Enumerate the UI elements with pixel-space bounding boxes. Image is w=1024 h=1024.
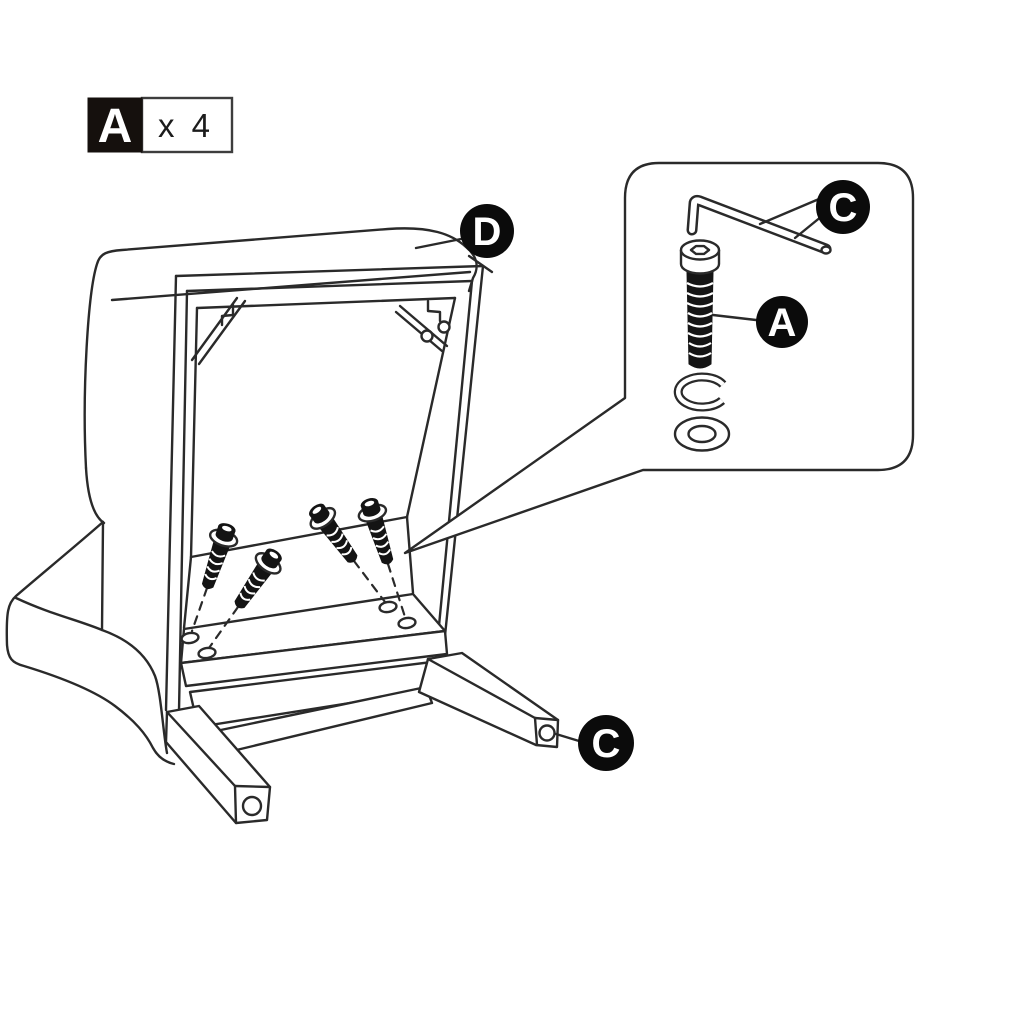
seat-frame <box>164 264 485 729</box>
frame-left-inner-face-edge <box>182 555 193 630</box>
flat-washer <box>673 416 731 452</box>
frame-top-arris <box>185 279 474 293</box>
frame-right-inner-face-edge <box>405 515 415 595</box>
label-a-badge <box>756 296 808 348</box>
quantity-part-letter: A <box>98 100 133 153</box>
seat-panel-outline <box>83 227 478 470</box>
bolt-a-3 <box>309 503 358 563</box>
leg-bolt-hole <box>538 724 556 742</box>
label-c-tool-text: C <box>829 186 858 230</box>
frame-right-post-outer <box>441 264 485 657</box>
bolts-a <box>201 498 394 609</box>
bolt-a-2 <box>234 548 282 609</box>
bolt-leader-line <box>711 313 758 322</box>
seat-panel-front-edge <box>110 270 472 302</box>
bolt-hole-3 <box>378 600 398 614</box>
hex-socket <box>689 244 711 256</box>
brace-hole <box>420 329 434 343</box>
front-left-leg <box>164 704 272 825</box>
tool-leader-line <box>758 197 821 226</box>
label-c-tool-badge <box>816 180 870 234</box>
leg-bolt-hole <box>241 795 263 817</box>
label-c-leg: C <box>554 715 634 771</box>
label-a-text: A <box>768 301 797 345</box>
label-c-leg-badge <box>578 715 634 771</box>
insert-guide-3 <box>352 559 387 604</box>
label-d: D <box>414 204 514 274</box>
insert-guide-1 <box>190 586 209 633</box>
quantity-box-letter-cell <box>87 97 143 153</box>
label-c-tool: C <box>816 180 870 234</box>
bolt-a-4 <box>357 498 394 565</box>
frame-top-outer-edge <box>174 264 485 278</box>
hardware-callout-bubble <box>403 161 915 555</box>
brace-hole <box>437 320 451 334</box>
bubble-outline <box>403 161 915 555</box>
cushion-outer-edge <box>5 520 176 766</box>
frame-left-post-outer <box>164 274 178 712</box>
corner-brace-left <box>190 296 247 366</box>
frame-left-post-arris <box>177 289 189 713</box>
label-a: A <box>756 296 808 348</box>
allen-key <box>686 194 832 255</box>
seat-panel-left-edge <box>84 466 106 525</box>
cushion-right-edge <box>100 520 105 632</box>
corner-brace-right <box>394 304 451 353</box>
bolt-guides <box>180 559 417 660</box>
label-d-text: D <box>473 210 502 254</box>
label-d-badge <box>460 204 514 258</box>
insert-guide-4 <box>386 562 407 619</box>
corner-notch-right <box>426 299 442 323</box>
bolt-hole-2 <box>197 646 217 660</box>
bolt-hole-1 <box>180 631 200 645</box>
cushion-fold-edge <box>14 596 169 755</box>
tool-leader-line <box>793 214 824 240</box>
label-c-leg-text: C <box>592 722 621 766</box>
frame-window-left-edge <box>189 306 199 559</box>
seat-cushion <box>5 520 176 766</box>
quantity-count-label: x 4 <box>158 107 214 144</box>
bolt-a-1 <box>201 523 239 590</box>
frame-right-post-arris <box>434 279 474 659</box>
bolt-hole-4 <box>397 616 417 630</box>
frame-window-right-edge <box>405 296 457 519</box>
socket-bolt <box>679 239 721 369</box>
spring-washer <box>673 372 727 412</box>
rail-front-face <box>179 629 449 688</box>
insert-guide-2 <box>207 605 240 650</box>
quantity-box: A x 4 <box>87 96 234 154</box>
front-right-leg <box>417 651 560 749</box>
